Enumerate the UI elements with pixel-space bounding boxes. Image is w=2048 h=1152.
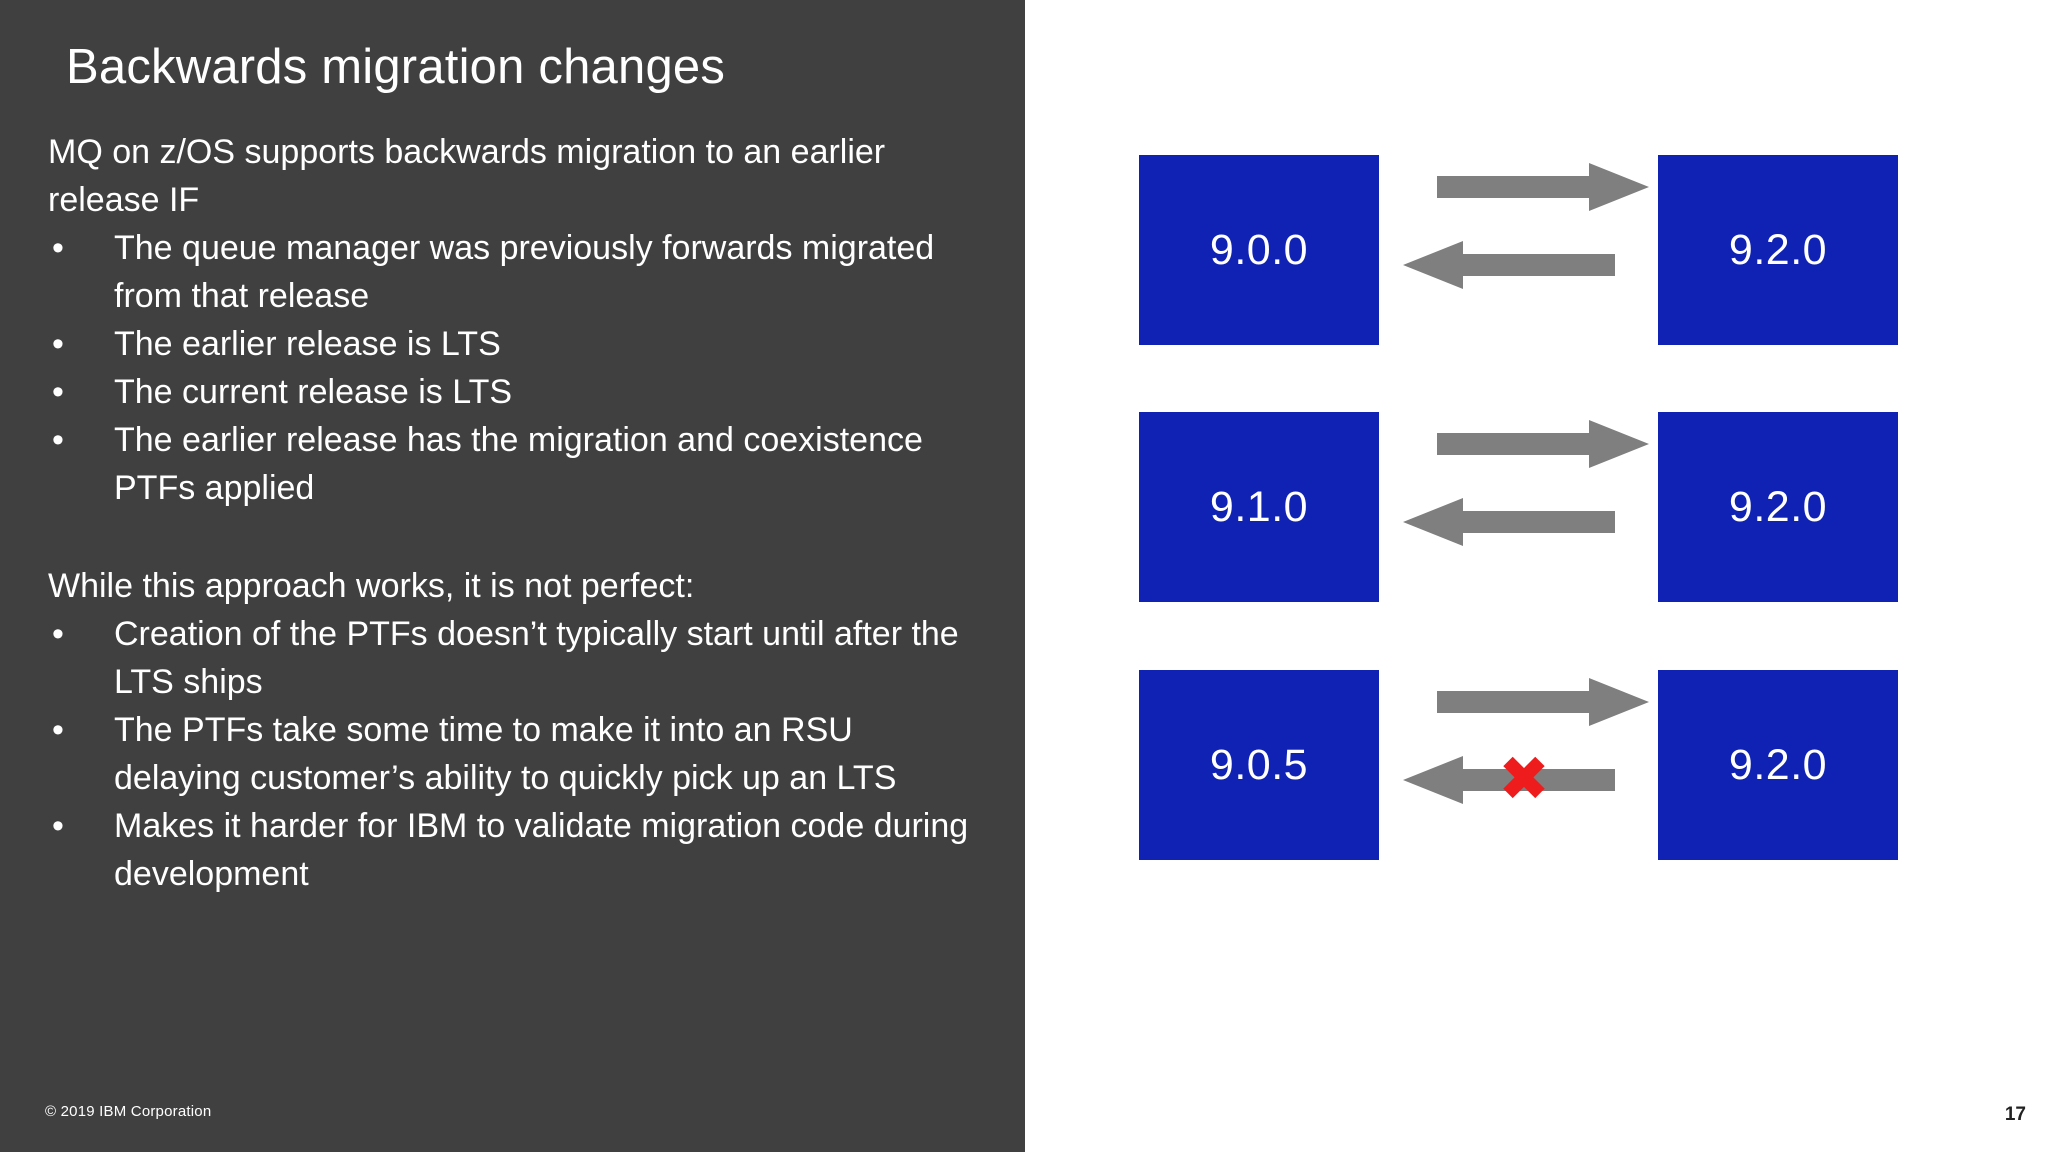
page-number: 17 — [2004, 1104, 2026, 1125]
arrow-right-icon — [1437, 163, 1649, 211]
list-item-label: Makes it harder for IBM to validate migr… — [114, 807, 969, 893]
arrow-right-icon — [1437, 678, 1649, 726]
bullet-dot-icon: • — [52, 421, 64, 459]
bullet-dot-icon: • — [52, 325, 64, 363]
arrow-pair — [1393, 412, 1658, 602]
version-box-left: 9.1.0 — [1139, 412, 1379, 602]
version-box-left: 9.0.5 — [1139, 670, 1379, 860]
arrow-left-icon — [1403, 498, 1615, 546]
body-text-block: MQ on z/OS supports backwards migration … — [48, 128, 988, 898]
version-box-left: 9.0.0 — [1139, 155, 1379, 345]
version-box-right: 9.2.0 — [1658, 670, 1898, 860]
paragraph-1-lead: MQ on z/OS supports backwards migration … — [48, 133, 886, 219]
paragraph-1-bullets: • The queue manager was previously forwa… — [48, 224, 988, 512]
diagram-row-3: 9.0.5 ✖ 9.2.0 — [1025, 670, 2048, 860]
paragraph-1: MQ on z/OS supports backwards migration … — [48, 128, 988, 512]
page-title: Backwards migration changes — [66, 40, 726, 94]
list-item-label: The current release is LTS — [114, 373, 513, 411]
copyright-footer: © 2019 IBM Corporation — [45, 1103, 212, 1120]
list-item: • The queue manager was previously forwa… — [48, 224, 988, 320]
bullet-dot-icon: • — [52, 807, 64, 845]
arrow-pair — [1393, 155, 1658, 345]
diagram-row-1: 9.0.0 9.2.0 — [1025, 155, 2048, 345]
bullet-dot-icon: • — [52, 615, 64, 653]
paragraph-2-lead: While this approach works, it is not per… — [48, 567, 695, 605]
bullet-dot-icon: • — [52, 711, 64, 749]
left-content-panel: Backwards migration changes MQ on z/OS s… — [0, 0, 1025, 1152]
bullet-dot-icon: • — [52, 373, 64, 411]
list-item-label: The earlier release has the migration an… — [114, 421, 923, 507]
list-item: • Makes it harder for IBM to validate mi… — [48, 802, 988, 898]
list-item: • The PTFs take some time to make it int… — [48, 706, 988, 802]
version-box-right: 9.2.0 — [1658, 155, 1898, 345]
list-item-label: The queue manager was previously forward… — [114, 229, 935, 315]
arrow-right-icon — [1437, 420, 1649, 468]
paragraph-spacer — [48, 512, 988, 562]
paragraph-2-bullets: • Creation of the PTFs doesn’t typically… — [48, 610, 988, 898]
list-item: • The current release is LTS — [48, 368, 988, 416]
list-item-label: Creation of the PTFs doesn’t typically s… — [114, 615, 959, 701]
list-item: • The earlier release has the migration … — [48, 416, 988, 512]
version-box-right: 9.2.0 — [1658, 412, 1898, 602]
diagram-row-2: 9.1.0 9.2.0 — [1025, 412, 2048, 602]
blocked-cross-icon: ✖ — [1498, 742, 1550, 815]
paragraph-2: While this approach works, it is not per… — [48, 562, 988, 898]
migration-diagram: 9.0.0 9.2.0 9.1.0 — [1025, 0, 2048, 1152]
bullet-dot-icon: • — [52, 229, 64, 267]
list-item-label: The earlier release is LTS — [114, 325, 501, 363]
list-item-label: The PTFs take some time to make it into … — [114, 711, 897, 797]
arrow-left-icon — [1403, 756, 1615, 804]
list-item: • Creation of the PTFs doesn’t typically… — [48, 610, 988, 706]
arrow-left-icon — [1403, 241, 1615, 289]
list-item: • The earlier release is LTS — [48, 320, 988, 368]
arrow-pair: ✖ — [1393, 670, 1658, 860]
